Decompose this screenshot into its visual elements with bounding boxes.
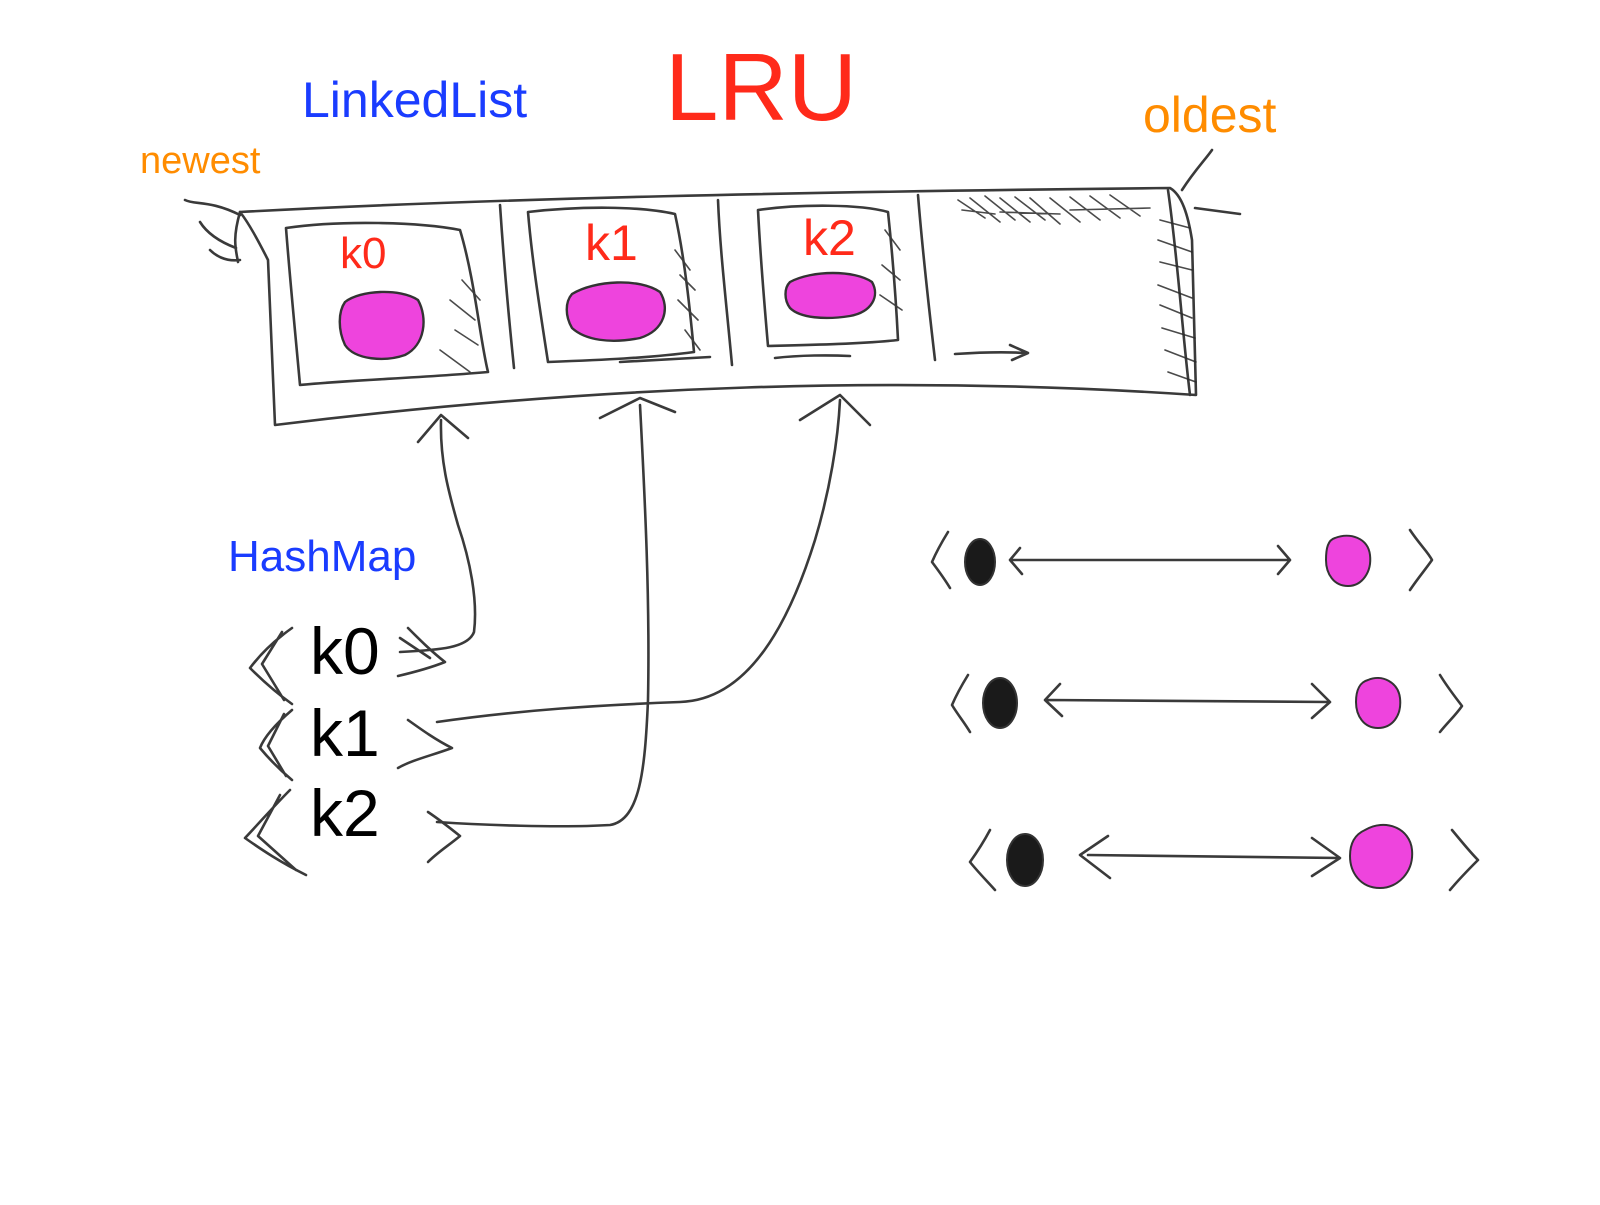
linked-list-label: LinkedList (302, 72, 528, 128)
hashmap-label: HashMap (228, 532, 417, 581)
node-key-k2: k2 (803, 210, 856, 266)
pair-row-1 (930, 528, 1434, 592)
hashmap-brackets (243, 626, 462, 877)
key-dot-3 (1006, 833, 1044, 887)
node-key-k1: k1 (585, 215, 638, 271)
list-node-k1 (526, 206, 696, 364)
oldest-label: oldest (1143, 87, 1277, 143)
key-dot-1 (964, 538, 996, 586)
value-dot-2 (1354, 677, 1402, 730)
pair-row-2 (950, 673, 1464, 734)
value-dot-3 (1348, 823, 1414, 890)
hashmap-key-k2: k2 (310, 776, 380, 850)
value-blob-k2 (784, 271, 877, 320)
newest-label: newest (140, 140, 261, 182)
hashmap-key-k1: k1 (310, 696, 380, 770)
list-node-k0 (284, 221, 490, 387)
arrow-k2 (435, 403, 650, 828)
hashmap-key-k0: k0 (310, 614, 380, 688)
value-dot-1 (1324, 534, 1372, 588)
node-key-k0: k0 (340, 229, 387, 278)
list-node-k2 (756, 204, 900, 348)
value-blob-k1 (565, 281, 667, 342)
pair-row-3 (968, 823, 1480, 892)
arrow-k1 (435, 398, 842, 724)
arrow-k0 (398, 418, 477, 654)
diagram-title: LRU (665, 34, 858, 141)
value-blob-k0 (338, 290, 425, 361)
mapping-arrows (398, 393, 872, 828)
key-dot-2 (982, 677, 1018, 729)
linked-list-container (183, 148, 1242, 427)
